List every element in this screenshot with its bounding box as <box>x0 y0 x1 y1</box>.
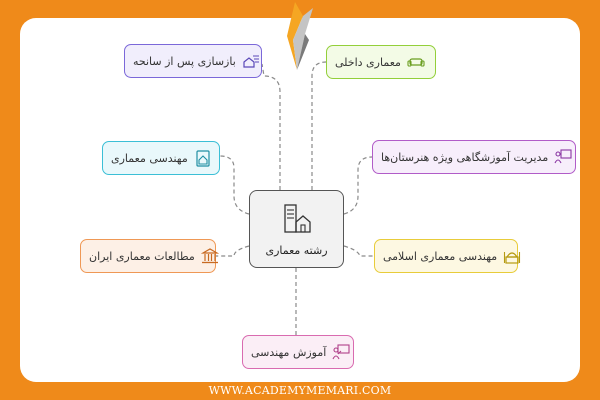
mosque-icon <box>503 247 521 265</box>
center-node: رشته معماری <box>249 190 344 268</box>
classical-building-icon <box>200 247 219 265</box>
site-logo <box>283 0 317 74</box>
house-clipboard-icon <box>194 149 212 167</box>
website-url[interactable]: WWW.ACADEMYMEMARI.COM <box>208 384 392 397</box>
teacher-board-icon <box>332 343 350 361</box>
node-islamic-label: مهندسی معماری اسلامی <box>383 249 498 263</box>
node-studies-label: مطالعات معماری ایران <box>89 249 195 263</box>
node-education-label: آموزش مهندسی <box>251 345 327 359</box>
node-islamic: مهندسی معماری اسلامی <box>374 239 521 273</box>
node-interior: معماری داخلی <box>326 45 436 79</box>
node-engineering-label: مهندسی معماری <box>111 151 188 165</box>
node-education: آموزش مهندسی <box>242 335 354 369</box>
node-engineering: مهندسی معماری <box>102 141 220 175</box>
node-reconstruction: بازسازی پس از سانحه <box>124 44 262 78</box>
center-label: رشته معماری <box>265 243 328 257</box>
buildings-icon <box>280 202 314 238</box>
presentation-people-icon <box>554 148 572 166</box>
node-management-label: مدیریت آموزشگاهی ویژه هنرستان‌ها <box>381 150 549 164</box>
sofa-icon <box>407 53 425 71</box>
node-management: مدیریت آموزشگاهی ویژه هنرستان‌ها <box>372 140 576 174</box>
house-wind-icon <box>242 52 260 70</box>
node-reconstruction-label: بازسازی پس از سانحه <box>133 54 236 68</box>
node-studies: مطالعات معماری ایران <box>80 239 219 273</box>
node-interior-label: معماری داخلی <box>335 55 401 69</box>
